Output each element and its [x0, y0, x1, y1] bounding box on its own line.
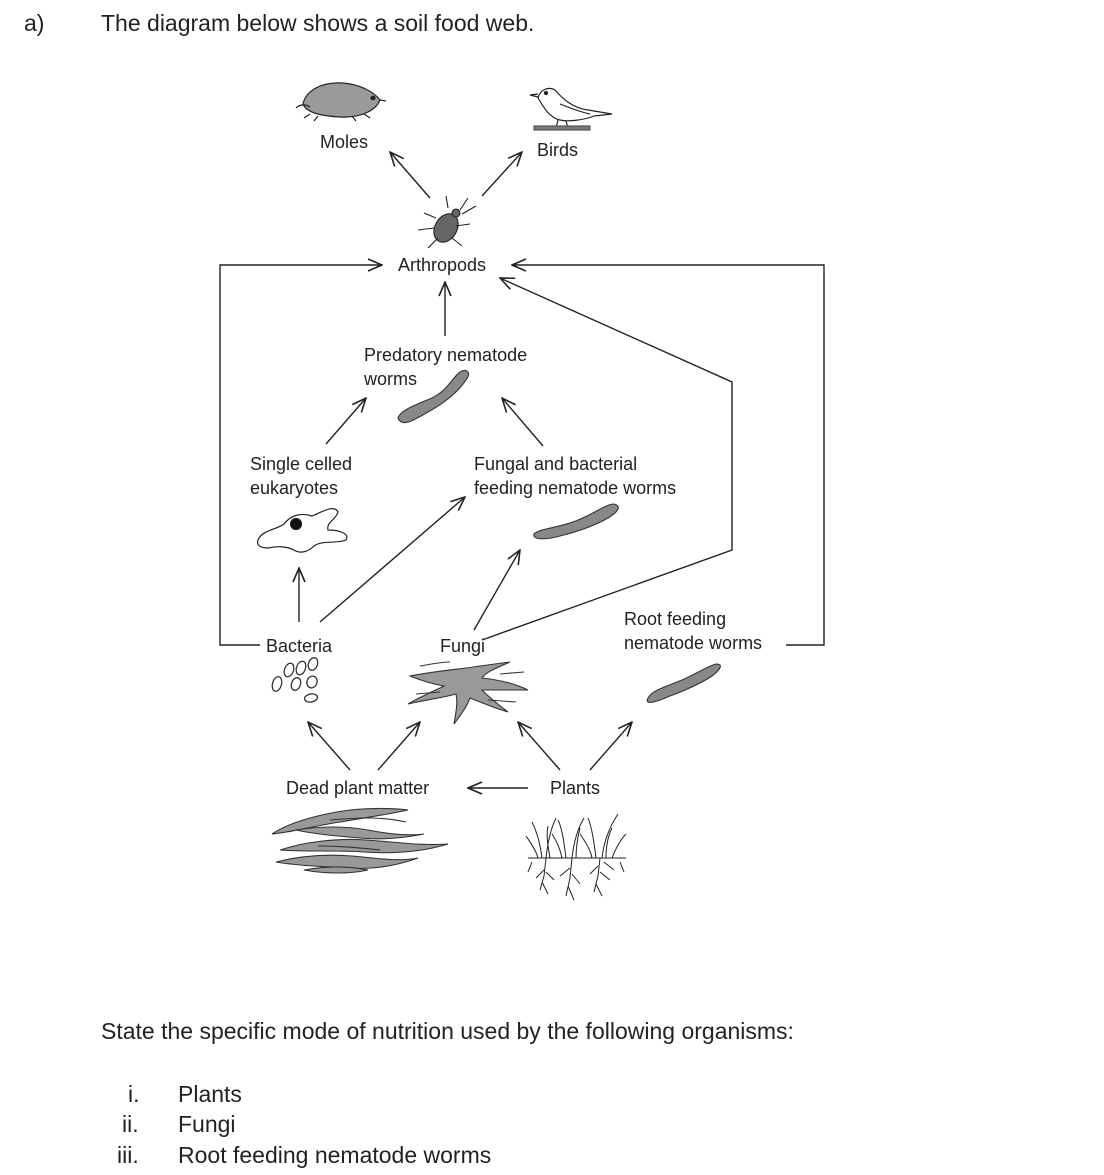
arrow-dead-plant-to-bacteria — [308, 722, 351, 771]
moles-label: Moles — [320, 132, 369, 152]
question-intro: The diagram below shows a soil food web. — [101, 10, 535, 36]
food-web-arrows — [219, 152, 825, 788]
plants-icon — [525, 813, 627, 901]
arrow-root-feeding-to-arthropods — [512, 265, 825, 646]
predatory-nematode-label-line2: worms — [364, 369, 417, 389]
nematode-worm-icon — [397, 369, 469, 424]
root-feeding-label-line1: Root feeding — [624, 609, 727, 629]
list-item-text: Root feeding nematode worms — [178, 1142, 492, 1168]
arthropods-label: Arthropods — [398, 255, 487, 275]
fungal-feeding-label-line1: Fungal and bacterial — [474, 454, 638, 474]
list-item-number: ii. — [122, 1111, 139, 1137]
beetle-icon — [417, 195, 477, 249]
predatory-nematode-label-line1: Predatory nematode — [364, 345, 528, 365]
fungi-icon — [407, 661, 529, 725]
fungal-feeding-label-line2: feeding nematode worms — [474, 478, 677, 498]
single-celled-label-line1: Single celled — [250, 454, 353, 474]
arrow-single-celled-to-predatory — [325, 398, 366, 445]
list-item-number: i. — [128, 1081, 140, 1107]
part-label: a) — [24, 10, 45, 36]
arrow-fungi-to-arthropods — [481, 278, 733, 641]
root-feeding-label-line2: nematode worms — [624, 633, 763, 653]
plants-label: Plants — [550, 778, 601, 798]
bird-icon — [529, 87, 613, 131]
soil-food-web-diagram — [219, 82, 825, 901]
nematode-worm-icon — [646, 663, 721, 704]
list-item-text: Fungi — [178, 1111, 236, 1137]
question-prompt: State the specific mode of nutrition use… — [101, 1018, 794, 1044]
amoeba-icon — [257, 508, 348, 553]
nematode-worm-icon — [533, 503, 619, 540]
arrow-arthropods-to-birds — [481, 152, 522, 197]
mole-icon — [295, 82, 387, 122]
arrow-plants-to-root-feeding — [589, 722, 632, 771]
list-item-text: Plants — [178, 1081, 242, 1107]
dead-plant-icon — [271, 807, 449, 874]
bacteria-label: Bacteria — [266, 636, 333, 656]
fungi-label: Fungi — [440, 636, 486, 656]
arrow-fungal-feeding-to-predatory — [502, 398, 544, 447]
bacteria-icon — [271, 657, 319, 703]
arrow-plants-to-fungi — [518, 722, 561, 771]
arrow-bacteria-to-arthropods — [219, 265, 382, 646]
birds-label: Birds — [537, 140, 579, 160]
arrow-fungi-to-fungal-feeding — [473, 550, 520, 631]
single-celled-label-line2: eukaryotes — [250, 478, 339, 498]
dead-plant-matter-label: Dead plant matter — [286, 778, 430, 798]
arrow-arthropods-to-moles — [390, 152, 431, 199]
arrow-dead-plant-to-fungi — [377, 722, 420, 771]
arrow-bacteria-to-fungal-feeding — [319, 497, 465, 623]
list-item-number: iii. — [117, 1142, 139, 1168]
